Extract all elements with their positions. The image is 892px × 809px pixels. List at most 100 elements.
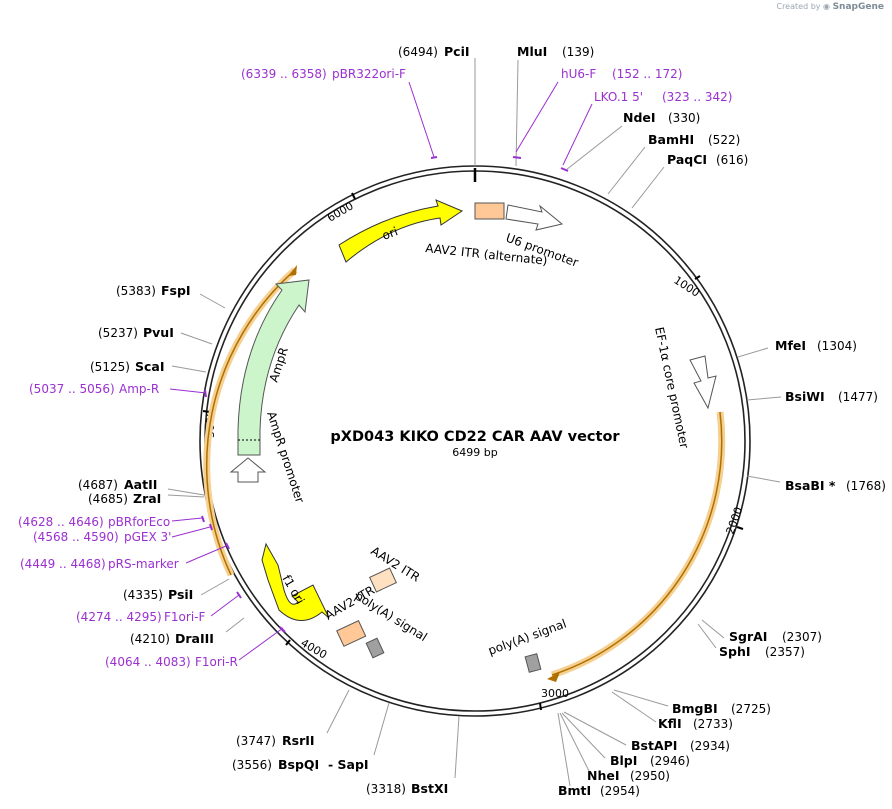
site-labels-right: MluI (139) NdeI (330) BamHI (522) PaqCI … [517, 44, 886, 798]
site-labels-left: (6494) PciI (5383) FspI (5237) PvuI (512… [78, 44, 470, 796]
primer-pRS-marker-range: (4449 .. 4468) [20, 557, 106, 571]
site-PvuI-pos: (5237) [98, 326, 138, 340]
primer-pBRforEco: pBRforEco [108, 515, 170, 529]
site-PciI: PciI [444, 44, 470, 59]
site-BspQI-pos: (3556) [232, 758, 272, 772]
site-PvuI: PvuI [143, 325, 174, 340]
ampr-promoter-arrow [229, 457, 267, 483]
itr-alternate-box [474, 202, 505, 220]
site-FspI: FspI [161, 283, 191, 298]
plasmid-length: 6499 bp [452, 446, 497, 459]
polya-right-label: poly(A) signal [486, 617, 568, 658]
site-BspQI: BspQI [278, 757, 319, 772]
orf-left-arrowhead [288, 265, 297, 276]
primer-LKO1: LKO.1 5' [594, 90, 643, 104]
site-ScaI-pos: (5125) [90, 360, 130, 374]
primer-LKO1-range: (323 .. 342) [662, 90, 732, 104]
primer-hU6-F: hU6-F [561, 67, 596, 81]
site-BstAPI: BstAPI [631, 738, 677, 753]
site-BmgBI-pos: (2725) [731, 702, 771, 716]
primer-ticks [201, 156, 569, 633]
itr-lower-box [336, 620, 367, 647]
site-SphI-pos: (2357) [765, 645, 805, 659]
primer-pBR322ori-F-range: (6339 .. 6358) [241, 67, 327, 81]
polya-right-box [524, 653, 542, 673]
site-BmgBI: BmgBI [672, 701, 718, 716]
credit-prefix: Created by [776, 2, 821, 11]
site-DraIII: DraIII [175, 631, 214, 646]
site-KflI: KflI [658, 716, 682, 731]
site-BamHI: BamHI [648, 132, 694, 147]
site-BstXI: BstXI [411, 781, 448, 796]
orf-right-line [551, 411, 723, 676]
site-SphI: SphI [719, 644, 751, 659]
site-RsrII: RsrII [282, 733, 315, 748]
site-AatII: AatII [124, 477, 157, 492]
site-BmtI-pos: (2954) [600, 784, 640, 798]
primer-hU6-F-range: (152 .. 172) [612, 67, 682, 81]
site-ScaI: ScaI [135, 359, 165, 374]
site-DraIII-pos: (4210) [130, 632, 170, 646]
site-MfeI-pos: (1304) [817, 339, 857, 353]
site-BsiWI-pos: (1477) [838, 390, 878, 404]
orf-right-arrowhead [547, 672, 560, 682]
site-NdeI-pos: (330) [668, 111, 700, 125]
site-BamHI-pos: (522) [708, 133, 740, 147]
site-NheI-pos: (2950) [630, 769, 670, 783]
site-ZraI: ZraI [133, 491, 161, 506]
ef1a-promoter-label: EF-1α core promoter [652, 326, 691, 450]
tick-label-3000: 3000 [541, 687, 569, 700]
site-BstXI-pos: (3318) [366, 782, 406, 796]
site-MluI: MluI [517, 44, 547, 59]
site-RsrII-pos: (3747) [236, 734, 276, 748]
orf-right-glow [550, 411, 726, 679]
primer-pRS-marker: pRS-marker [108, 557, 179, 571]
primer-leaders [169, 81, 593, 661]
site-PaqCI: PaqCI [667, 152, 707, 167]
site-SgrAI: SgrAI [729, 629, 767, 644]
site-ZraI-pos: (4685) [88, 492, 128, 506]
primer-labels: hU6-F (152 .. 172) LKO.1 5' (323 .. 342)… [18, 67, 732, 669]
snapgene-credit: Created by ◉ SnapGene [776, 2, 884, 12]
site-FspI-pos: (5383) [116, 284, 156, 298]
site-PsiI: PsiI [168, 587, 193, 602]
primer-F1ori-R: F1ori-R [195, 655, 238, 669]
primer-pBRforEco-range: (4628 .. 4646) [18, 515, 104, 529]
f1-ori-feature-arrow [261, 542, 330, 621]
primer-F1ori-F-range: (4274 .. 4295) [76, 610, 162, 624]
primer-F1ori-R-range: (4064 .. 4083) [105, 655, 191, 669]
u6-promoter-arrow [505, 204, 564, 231]
primer-pBR322ori-F: pBR322ori-F [332, 67, 406, 81]
plasmid-name: pXD043 KIKO CD22 CAR AAV vector [330, 429, 620, 445]
site-leaders [167, 58, 782, 787]
site-KflI-pos: (2733) [693, 717, 733, 731]
site-NdeI: NdeI [623, 110, 656, 125]
primer-pGEX: pGEX 3' [124, 530, 171, 544]
site-BlpI: BlpI [610, 753, 637, 768]
site-BsaBI: BsaBI * [785, 478, 836, 493]
site-NheI: NheI [587, 768, 620, 783]
ef1a-promoter-arrow [689, 355, 717, 410]
site-BlpI-pos: (2946) [650, 754, 690, 768]
site-PsiI-pos: (4335) [123, 588, 163, 602]
site-MfeI: MfeI [775, 338, 806, 353]
ampr-feature-arrow [237, 279, 310, 456]
site-BmtI: BmtI [558, 783, 591, 798]
primer-Amp-R-range: (5037 .. 5056) [29, 382, 115, 396]
site-PciI-pos: (6494) [398, 45, 438, 59]
site-SgrAI-pos: (2307) [782, 630, 822, 644]
site-MluI-pos: (139) [562, 45, 594, 59]
site-AatII-pos: (4687) [78, 478, 118, 492]
ori-label: ori [380, 224, 399, 242]
site-BstAPI-pos: (2934) [690, 739, 730, 753]
site-BsiWI: BsiWI [785, 389, 825, 404]
polya-inner-box [365, 637, 385, 659]
primer-pGEX-range: (4568 .. 4590) [33, 530, 119, 544]
site-BsaBI-pos: (1768) [846, 479, 886, 493]
tick-label-2000: 2000 [724, 505, 746, 536]
orf-left-line [206, 269, 296, 576]
itr-upper-box [368, 567, 398, 593]
tick-label-6000: 6000 [325, 199, 356, 224]
site-PaqCI-pos: (616) [716, 153, 748, 167]
